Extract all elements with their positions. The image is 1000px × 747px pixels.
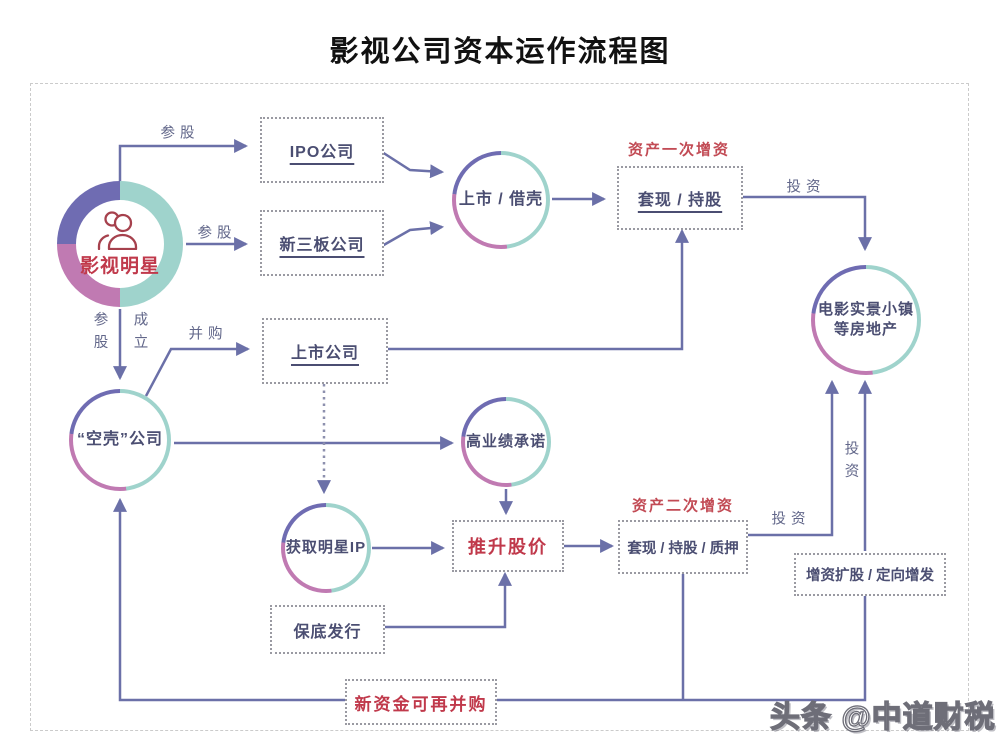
ring (461, 397, 551, 487)
edge-label-touzi-3: 投资 (842, 440, 859, 486)
diagram-frame (30, 83, 969, 731)
edge-guarantee-to-pushprice (383, 571, 512, 629)
node-guarantee: 保底发行 (270, 605, 385, 654)
node-ipo-label: IPO公司 (289, 144, 355, 161)
node-listed-co: 上市公司 (262, 318, 388, 384)
edge-label-cangu-2: 参股 (197, 225, 237, 242)
watermark: 头条 @中道财税 (769, 700, 996, 734)
node-push-price-label: 推升股价 (468, 537, 548, 557)
node-guarantee-label: 保底发行 (293, 623, 362, 641)
node-raise-label: 增资扩股 / 定向增发 (805, 568, 935, 584)
node-new-funds-label: 新资金可再并购 (354, 694, 488, 714)
edge-label-touzi-1: 投资 (786, 179, 826, 196)
edge-label-binggou: 并购 (188, 326, 228, 343)
node-estate-line2: 等房地产 (833, 321, 898, 338)
node-star: 影视明星 (57, 181, 183, 307)
node-listed-co-label: 上市公司 (290, 345, 359, 362)
node-cash1-label: 套现 / 持股 (637, 192, 723, 209)
node-star-ip: 获取明星IP (281, 503, 371, 593)
tag-second-raise: 资产二次增资 (631, 497, 735, 515)
edge-label-chengli: 成立 (131, 311, 148, 357)
person-icon (97, 211, 138, 250)
node-cash2-label: 套现 / 持股 / 质押 (627, 540, 739, 557)
ring (281, 503, 371, 593)
node-neeq-label: 新三板公司 (279, 237, 365, 254)
edge-label-cangu-1: 参股 (160, 125, 200, 142)
ring (452, 151, 550, 249)
edge-listedco-to-cash1 (386, 228, 689, 351)
ring (69, 389, 171, 491)
node-shell: “空壳”公司 (69, 389, 171, 491)
node-cash1: 套现 / 持股 (617, 166, 743, 230)
node-star-label: 影视明星 (79, 256, 160, 277)
node-promise-label: 高业绩承诺 (465, 432, 546, 450)
edge-cash2-to-estate (746, 379, 839, 537)
page-title: 影视公司资本运作流程图 (329, 36, 671, 68)
ring (811, 265, 921, 375)
node-neeq: 新三板公司 (260, 210, 384, 276)
node-listing-label: 上市 / 借壳 (458, 191, 544, 209)
node-star-ip-label: 获取明星IP (285, 538, 367, 556)
edge-cash1-to-estate (739, 195, 872, 252)
node-ipo: IPO公司 (260, 117, 384, 183)
edge-ipo-to-listing (381, 150, 445, 179)
node-push-price: 推升股价 (452, 520, 564, 572)
edge-label-touzi-2: 投资 (771, 511, 811, 528)
node-estate-label: 电影实景小镇 等房地产 (811, 265, 921, 375)
node-shell-label: “空壳”公司 (76, 431, 163, 449)
tag-first-raise: 资产一次增资 (627, 141, 731, 159)
edge-star-to-ipo (118, 139, 249, 182)
edge-neeq-to-listing (381, 221, 445, 248)
node-estate-line1: 电影实景小镇 (817, 300, 914, 318)
node-cash2: 套现 / 持股 / 质押 (618, 520, 748, 574)
node-estate: 电影实景小镇 等房地产 (811, 265, 921, 375)
node-listing: 上市 / 借壳 (452, 151, 550, 249)
node-new-funds: 新资金可再并购 (345, 679, 497, 725)
node-raise: 增资扩股 / 定向增发 (794, 553, 946, 596)
edge-shell-to-listedco (144, 342, 251, 397)
node-promise: 高业绩承诺 (461, 397, 551, 487)
edge-label-cangu-3: 参股 (91, 311, 108, 357)
